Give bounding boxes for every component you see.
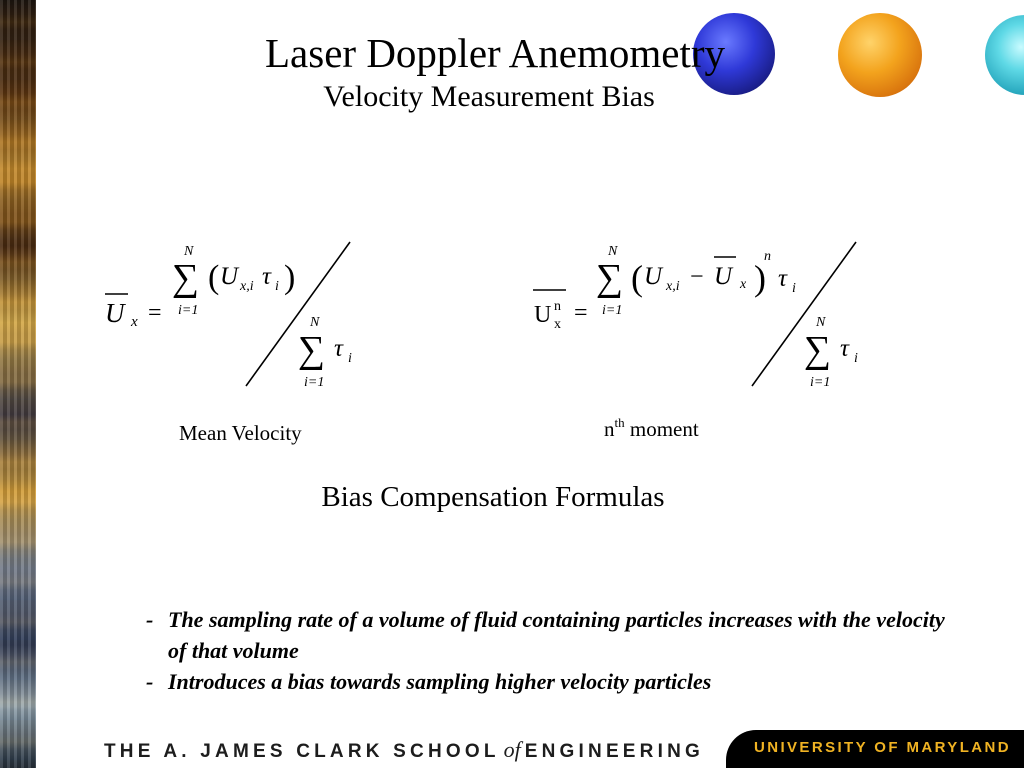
denominator-sum-lower: i=1 [810, 375, 830, 390]
close-paren: ) [284, 259, 295, 296]
bullet-item: - Introduces a bias towards sampling hig… [146, 666, 946, 697]
orange-orb-decoration [838, 13, 922, 97]
university-name: UNIVERSITY OF MARYLAND [754, 739, 1011, 756]
bullet-text: The sampling rate of a volume of fluid c… [168, 607, 945, 663]
numerator-u: U [220, 263, 240, 290]
lhs-subscript: x [554, 317, 561, 332]
open-paren: ( [208, 259, 219, 296]
denominator-sum-upper: N [815, 315, 826, 330]
sum-lower-limit: i=1 [178, 303, 198, 318]
denominator-sigma: ∑ [298, 329, 325, 371]
numerator-tau: τ [262, 263, 272, 290]
bullet-item: - The sampling rate of a volume of fluid… [146, 604, 946, 666]
sigma-symbol: ∑ [172, 257, 199, 299]
bullet-dash: - [146, 607, 154, 632]
sum-upper-limit: N [183, 244, 194, 259]
open-paren: ( [631, 258, 643, 298]
denominator-tau: τ [840, 335, 850, 362]
denominator-sum-lower: i=1 [304, 375, 324, 390]
equals-sign: = [148, 300, 162, 326]
numerator-subscript: x,i [239, 279, 254, 294]
nth-moment-formula: U n x = N ∑ i=1 ( U x,i − U x ) n τ i N … [530, 238, 870, 393]
footer-school-part1: THE A. JAMES CLARK SCHOOL [104, 741, 500, 762]
denominator-tau-subscript: i [854, 351, 858, 366]
sum-lower-limit: i=1 [602, 303, 622, 318]
lhs-subscript: x [130, 314, 138, 330]
numerator-u: U [644, 263, 664, 290]
numerator-subscript: x,i [665, 279, 680, 294]
sum-upper-limit: N [607, 244, 618, 259]
bullet-list: - The sampling rate of a volume of fluid… [146, 604, 946, 697]
blue-orb-decoration [693, 13, 775, 95]
lhs-symbol: U [534, 302, 551, 328]
footer-of: of [503, 737, 521, 762]
section-heading: Bias Compensation Formulas [321, 481, 665, 513]
mean-u: U [714, 263, 734, 290]
nth-moment-caption: nth moment [604, 415, 699, 441]
denominator-tau-subscript: i [348, 351, 352, 366]
equals-sign: = [574, 300, 588, 326]
close-paren: ) [754, 258, 766, 298]
caption-moment: moment [629, 417, 699, 441]
power-exponent: n [764, 249, 771, 264]
fraction-slash [245, 241, 351, 387]
mean-velocity-caption: Mean Velocity [179, 421, 302, 445]
fraction-slash [751, 241, 857, 387]
denominator-sum-upper: N [309, 315, 320, 330]
mean-subscript: x [739, 277, 747, 292]
minus-sign: − [690, 264, 704, 290]
footer-school-part2: ENGINEERING [524, 741, 704, 762]
numerator-tau: τ [778, 265, 788, 292]
sigma-symbol: ∑ [596, 257, 623, 299]
numerator-tau-subscript: i [275, 279, 279, 294]
university-footer-banner: UNIVERSITY OF MARYLAND [726, 730, 1024, 768]
numerator-tau-subscript: i [792, 281, 796, 296]
cyan-orb-decoration [985, 15, 1024, 95]
denominator-sigma: ∑ [804, 329, 831, 371]
bullet-text: Introduces a bias towards sampling highe… [168, 669, 712, 694]
denominator-tau: τ [334, 335, 344, 362]
mean-velocity-formula: U x = N ∑ i=1 ( U x,i τ i ) N ∑ i=1 τ i [100, 238, 370, 393]
caption-th: th [614, 415, 625, 430]
bullet-dash: - [146, 669, 154, 694]
left-decorative-strip [0, 0, 36, 768]
caption-n: n [604, 417, 615, 441]
slide-title: Laser Doppler Anemometry [265, 30, 725, 76]
lhs-symbol: U [105, 298, 126, 328]
lhs-superscript: n [554, 299, 561, 314]
slide-subtitle: Velocity Measurement Bias [323, 80, 655, 113]
